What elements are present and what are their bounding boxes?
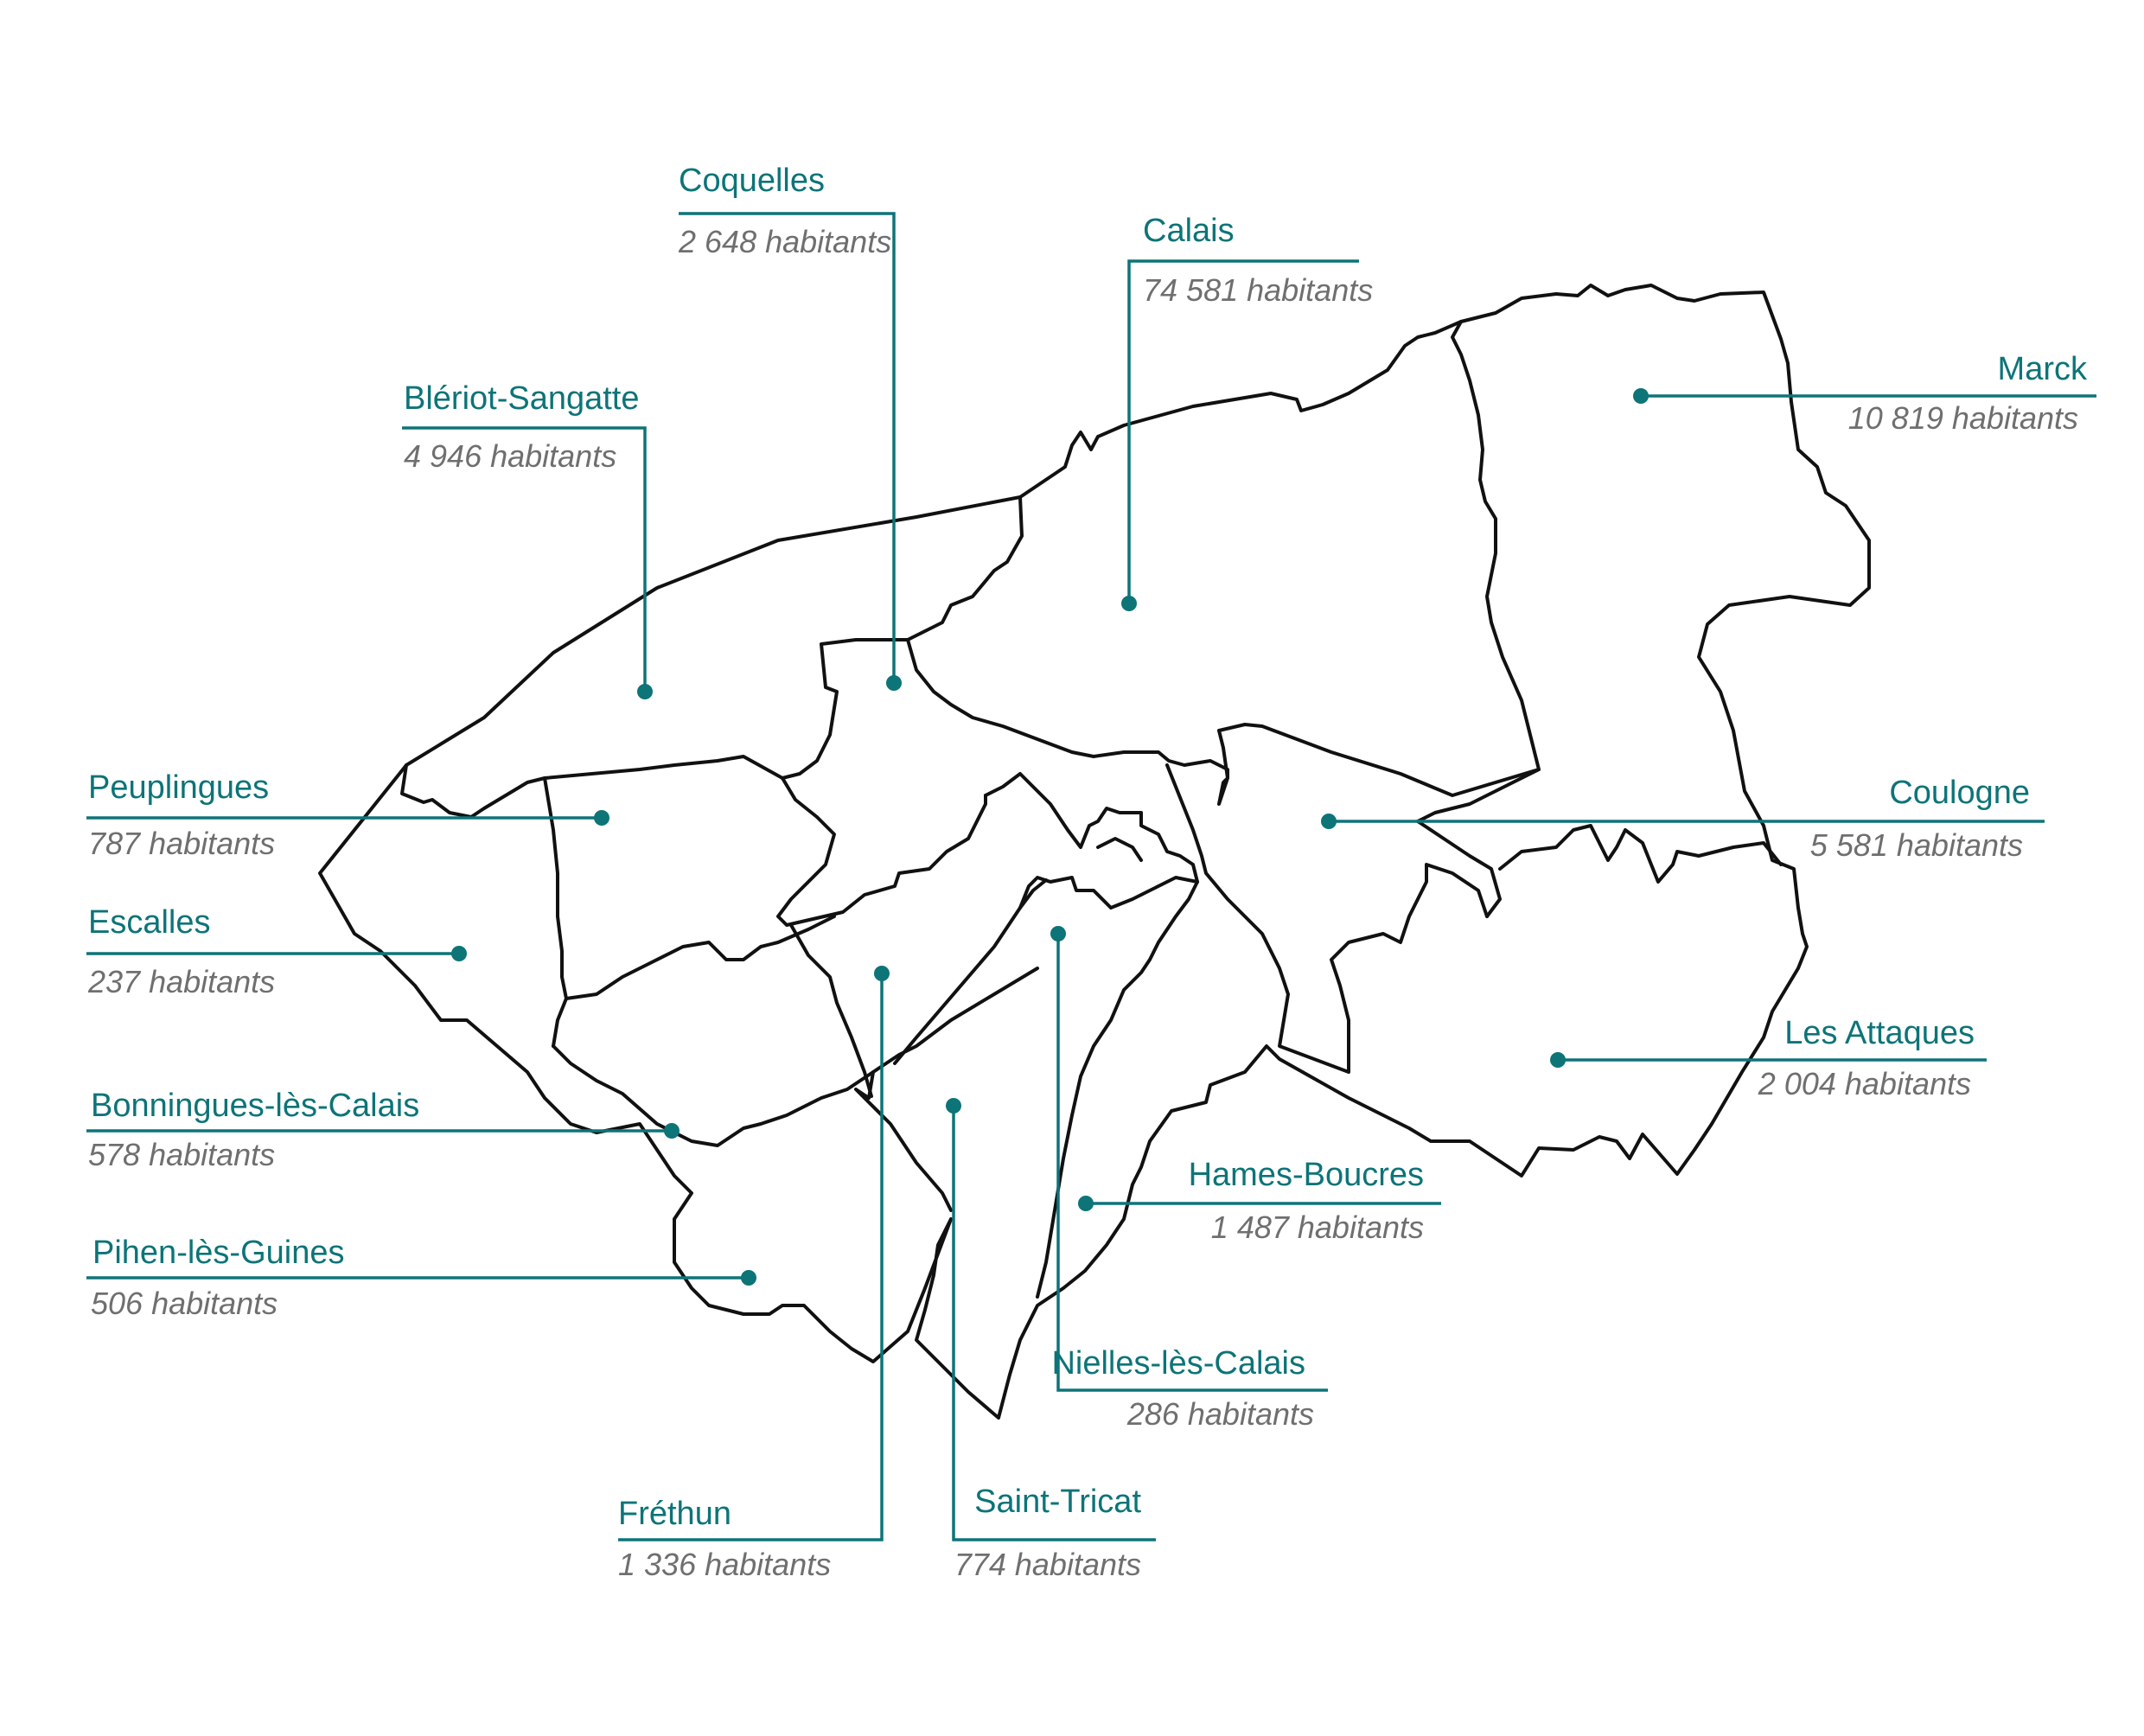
commune-name: Escalles — [88, 904, 211, 941]
label-bleriot: Blériot-Sangatte — [404, 382, 640, 415]
pop-coulogne: 5 581 habitants — [1810, 830, 2023, 861]
boundary-calais-marck — [1416, 320, 1541, 823]
pop-escalles: 237 habitants — [88, 967, 275, 998]
commune-population: 1 487 habitants — [1210, 1209, 1424, 1245]
pop-attaques: 2 004 habitants — [1758, 1069, 1971, 1100]
pop-coquelles: 2 648 habitants — [679, 227, 891, 258]
commune-population: 237 habitants — [88, 964, 276, 999]
leader-sainttricat — [952, 1106, 1156, 1541]
boundary-bleriot-peuplingues — [400, 755, 784, 819]
commune-population: 578 habitants — [88, 1137, 276, 1172]
commune-name: Blériot-Sangatte — [404, 380, 640, 417]
label-sainttricat: Saint-Tricat — [974, 1485, 1141, 1518]
boundary-bonningues-pihen — [552, 967, 1039, 1147]
leader-lines — [86, 212, 2096, 1541]
pop-calais: 74 581 habitants — [1143, 275, 1373, 306]
commune-name: Nielles-lès-Calais — [1051, 1345, 1305, 1382]
label-escalles: Escalles — [88, 906, 211, 939]
marker-escalles — [451, 946, 467, 961]
commune-population: 286 habitants — [1126, 1396, 1314, 1432]
boundary-peuplingues-escalles — [543, 776, 568, 1048]
commune-name: Marck — [1997, 351, 2087, 387]
boundary-coquelles-calais — [906, 638, 1541, 806]
commune-population: 2 648 habitants — [679, 224, 892, 259]
boundary-peuplingues-bonningues — [565, 915, 836, 1000]
pop-peuplingues: 787 habitants — [88, 828, 275, 859]
pop-bonningues: 578 habitants — [88, 1139, 275, 1171]
marker-hames — [1078, 1196, 1094, 1211]
leader-calais — [1127, 259, 1359, 603]
pop-hames: 1 487 habitants — [1211, 1212, 1424, 1243]
pop-pihen: 506 habitants — [91, 1288, 278, 1319]
pop-bleriot: 4 946 habitants — [404, 441, 616, 472]
commune-name: Peuplingues — [88, 769, 270, 806]
label-coulogne: Coulogne — [1889, 776, 2030, 809]
boundary-bonningues-frethun — [789, 923, 873, 1098]
commune-population: 4 946 habitants — [404, 438, 617, 474]
boundary-coulogne-attaques — [1416, 820, 1783, 918]
commune-name: Hames-Boucres — [1188, 1157, 1424, 1193]
marker-marck — [1633, 388, 1649, 404]
pop-sainttricat: 774 habitants — [954, 1549, 1141, 1580]
marker-bonningues — [664, 1123, 680, 1139]
boundary-frethun-nielles — [893, 876, 1113, 1065]
boundary-frethun-sainttricat — [854, 1070, 953, 1212]
marker-coquelles — [886, 675, 902, 691]
label-coquelles: Coquelles — [679, 164, 825, 197]
pop-marck: 10 819 habitants — [1848, 403, 2078, 434]
label-bonningues: Bonningues-lès-Calais — [91, 1089, 419, 1122]
boundary-calais-coulogne — [1165, 763, 1489, 1074]
boundary-nielles-loop — [1018, 837, 1143, 909]
commune-name: Coquelles — [679, 163, 825, 199]
commune-population: 5 581 habitants — [1809, 827, 2023, 863]
label-frethun: Fréthun — [618, 1497, 731, 1530]
commune-name: Bonningues-lès-Calais — [91, 1088, 420, 1124]
marker-calais — [1121, 596, 1137, 611]
label-pihen: Pihen-lès-Guines — [93, 1236, 344, 1269]
leader-nielles — [1056, 934, 1328, 1392]
marker-attaques — [1550, 1052, 1566, 1068]
marker-frethun — [874, 966, 890, 981]
commune-name: Pihen-lès-Guines — [93, 1235, 345, 1271]
commune-boundaries — [318, 284, 1871, 1420]
boundary-coquelles-frethun — [776, 776, 987, 927]
commune-name: Calais — [1143, 213, 1235, 249]
commune-population: 10 819 habitants — [1847, 400, 2078, 436]
commune-name: Les Attaques — [1784, 1015, 1975, 1051]
label-attaques: Les Attaques — [1784, 1017, 1975, 1050]
marker-sainttricat — [946, 1098, 961, 1114]
marker-pihen — [741, 1270, 756, 1286]
outer-boundary — [318, 284, 1871, 1420]
commune-population: 506 habitants — [91, 1286, 278, 1321]
commune-population: 774 habitants — [954, 1547, 1141, 1582]
marker-peuplingues — [594, 810, 609, 826]
label-marck: Marck — [1998, 353, 2087, 386]
pop-frethun: 1 336 habitants — [618, 1549, 831, 1580]
label-hames: Hames-Boucres — [1189, 1158, 1424, 1191]
boundary-bleriot-coquelles — [781, 495, 1024, 780]
marker-nielles — [1050, 926, 1066, 941]
boundary-frethun-calais — [984, 772, 1199, 884]
leader-frethun — [618, 973, 884, 1541]
commune-population: 1 336 habitants — [618, 1547, 832, 1582]
commune-population: 74 581 habitants — [1143, 272, 1374, 308]
marker-coulogne — [1321, 814, 1337, 829]
leader-bleriot — [402, 426, 647, 692]
label-calais: Calais — [1143, 214, 1235, 247]
marker-bleriot — [637, 684, 653, 699]
leader-coquelles — [679, 212, 896, 683]
boundary-nielles-hames — [1036, 876, 1199, 1299]
commune-name: Saint-Tricat — [974, 1484, 1141, 1520]
commune-population: 787 habitants — [88, 826, 276, 861]
commune-name: Fréthun — [618, 1496, 731, 1532]
label-nielles: Nielles-lès-Calais — [1051, 1347, 1305, 1380]
label-peuplingues: Peuplingues — [88, 771, 269, 804]
commune-name: Coulogne — [1889, 775, 2030, 811]
pop-nielles: 286 habitants — [1127, 1399, 1314, 1430]
commune-population: 2 004 habitants — [1758, 1066, 1971, 1101]
